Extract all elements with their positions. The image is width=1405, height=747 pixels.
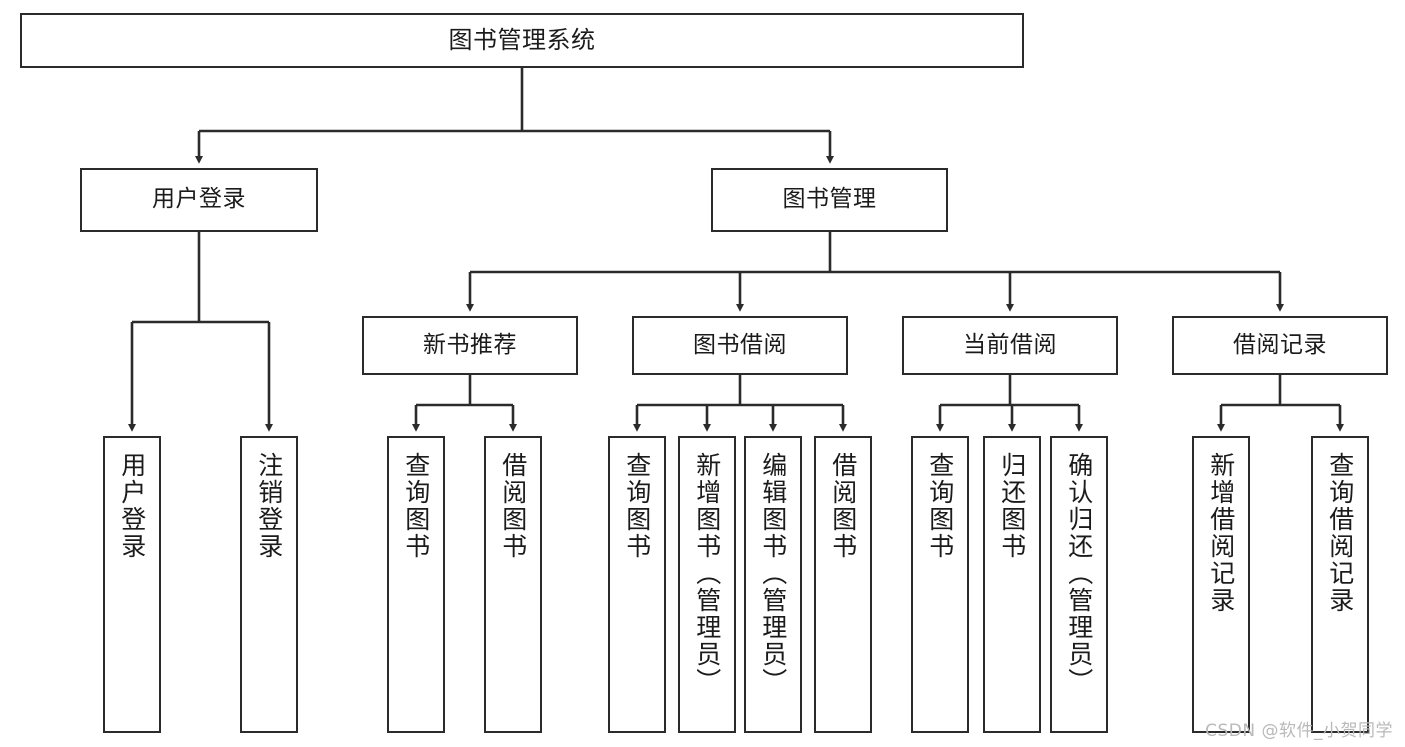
node-user-login[interactable]: 用户登录	[80, 168, 318, 232]
node-book-borrow[interactable]: 图书借阅	[632, 316, 848, 375]
node-current-borrow[interactable]: 当前借阅	[902, 316, 1118, 375]
node-leaf-query-book-2-label: 查询图书	[622, 452, 652, 560]
node-leaf-edit-book-admin-label: 编辑图书（管理员）	[758, 452, 788, 695]
node-leaf-user-login-label: 用户登录	[117, 452, 147, 560]
node-leaf-user-logout[interactable]: 注销登录	[240, 436, 298, 733]
node-borrow-record-label: 借阅记录	[1233, 331, 1327, 358]
node-leaf-query-book-3[interactable]: 查询图书	[911, 436, 969, 733]
node-leaf-return-book-label: 归还图书	[997, 452, 1027, 560]
node-leaf-query-book-3-label: 查询图书	[925, 452, 955, 560]
node-leaf-query-borrow-record[interactable]: 查询借阅记录	[1311, 436, 1369, 733]
node-leaf-query-book-2[interactable]: 查询图书	[608, 436, 666, 733]
node-leaf-query-book-1[interactable]: 查询图书	[387, 436, 445, 733]
node-borrow-record[interactable]: 借阅记录	[1172, 316, 1388, 375]
node-leaf-return-book[interactable]: 归还图书	[983, 436, 1041, 733]
node-root[interactable]: 图书管理系统	[20, 13, 1024, 68]
node-new-book-recommend-label: 新书推荐	[423, 331, 517, 358]
node-leaf-edit-book-admin[interactable]: 编辑图书（管理员）	[744, 436, 802, 733]
node-leaf-confirm-return-admin-label: 确认归还（管理员）	[1064, 452, 1094, 695]
node-leaf-user-login[interactable]: 用户登录	[103, 436, 161, 733]
node-leaf-add-borrow-record-label: 新增借阅记录	[1206, 452, 1236, 614]
node-new-book-recommend[interactable]: 新书推荐	[362, 316, 578, 375]
node-leaf-add-borrow-record[interactable]: 新增借阅记录	[1192, 436, 1250, 733]
node-leaf-query-borrow-record-label: 查询借阅记录	[1325, 452, 1355, 614]
node-leaf-add-book-admin[interactable]: 新增图书（管理员）	[678, 436, 736, 733]
node-leaf-query-book-1-label: 查询图书	[401, 452, 431, 560]
node-leaf-borrow-book-1-label: 借阅图书	[498, 452, 528, 560]
node-user-login-label: 用户登录	[152, 186, 246, 213]
node-book-manage[interactable]: 图书管理	[711, 168, 948, 232]
csdn-watermark: CSDN @软件_小贺同学	[1205, 721, 1393, 741]
node-leaf-borrow-book-1[interactable]: 借阅图书	[484, 436, 542, 733]
node-book-manage-label: 图书管理	[782, 186, 877, 213]
node-leaf-confirm-return-admin[interactable]: 确认归还（管理员）	[1050, 436, 1108, 733]
node-book-borrow-label: 图书借阅	[693, 331, 787, 358]
node-leaf-borrow-book-2[interactable]: 借阅图书	[814, 436, 872, 733]
node-leaf-add-book-admin-label: 新增图书（管理员）	[692, 452, 722, 695]
node-leaf-user-logout-label: 注销登录	[254, 452, 284, 560]
node-current-borrow-label: 当前借阅	[963, 331, 1057, 358]
node-leaf-borrow-book-2-label: 借阅图书	[828, 452, 858, 560]
node-root-label: 图书管理系统	[448, 26, 596, 55]
